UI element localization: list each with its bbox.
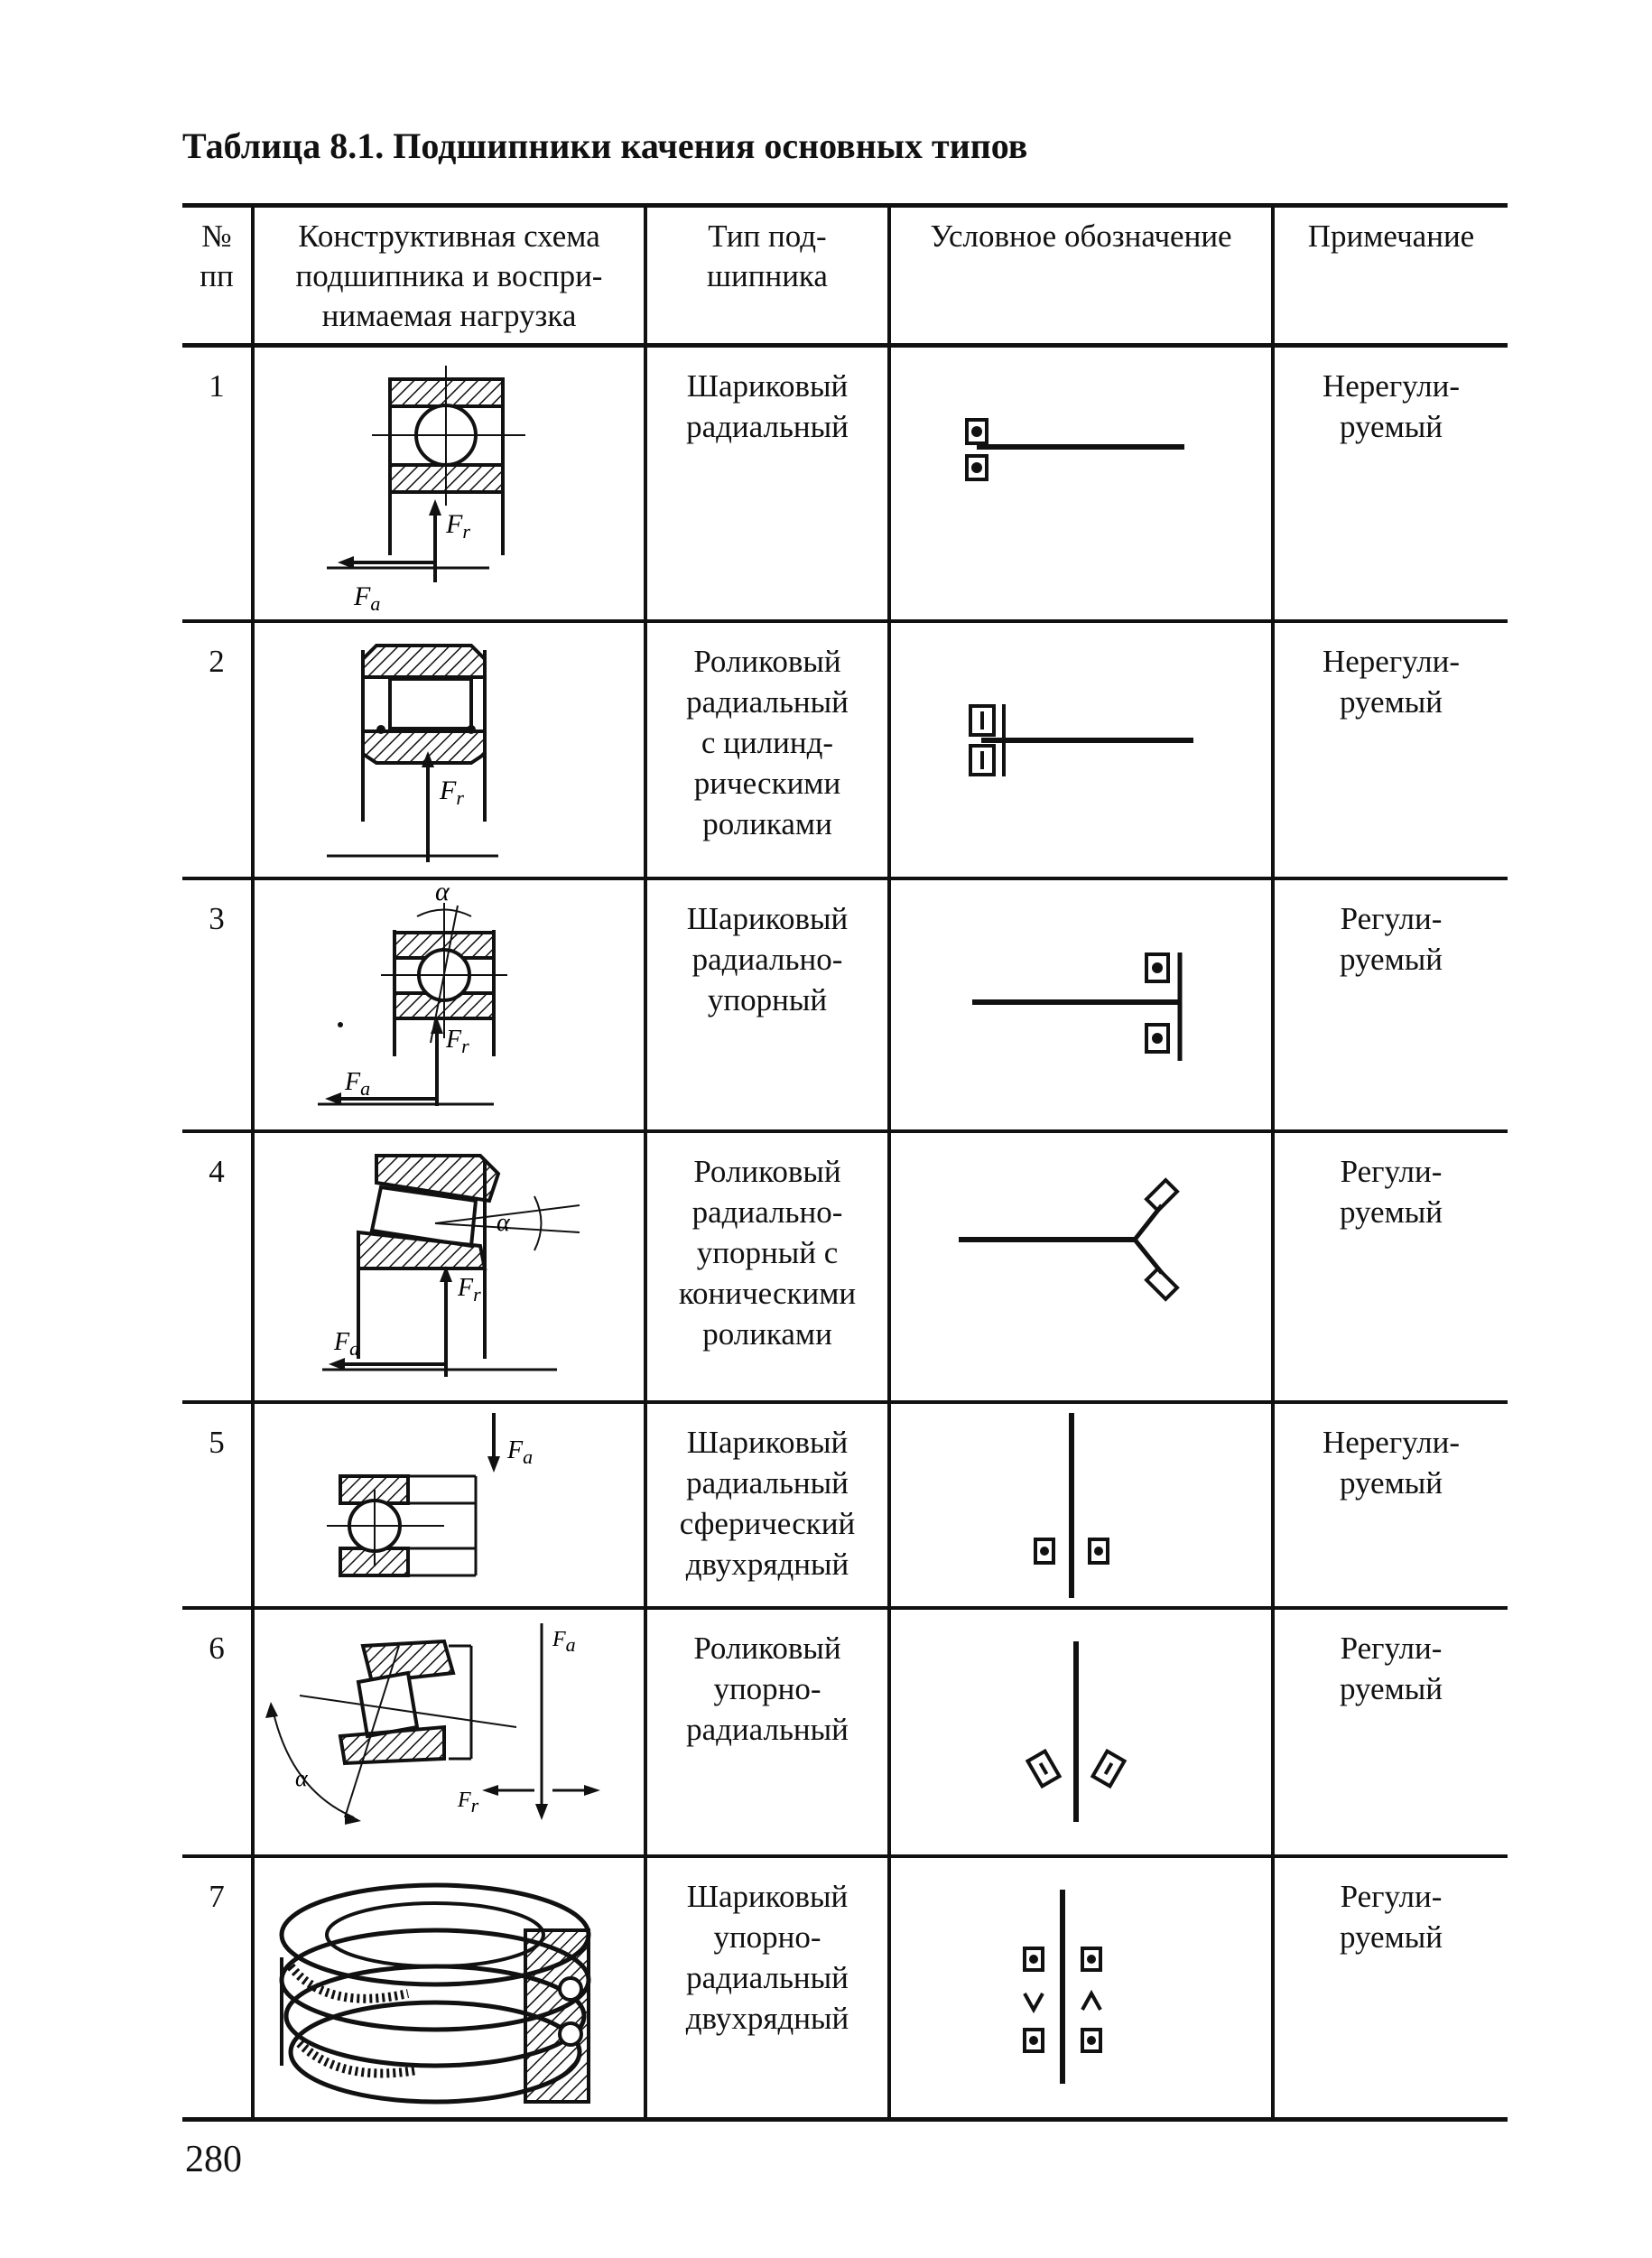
label-fa: Fa (552, 1628, 576, 1656)
thrust-ball-bearing-drawing-icon: Fa (327, 1412, 533, 1577)
symbol-cell (887, 1855, 1275, 2122)
label-fr: Fr (445, 509, 470, 543)
table-row: 1 Fr Fa Шариковый радиальный (182, 345, 1508, 623)
tapered-roller-symbol-icon (959, 1176, 1180, 1302)
label-fr: Fr (445, 1026, 469, 1057)
scheme-cell (251, 1855, 647, 2122)
table-row: 7 Шариковый упорно- радиальный двухрядны… (182, 1855, 1508, 2122)
symbol-cell (887, 345, 1275, 623)
label-fa: Fa (344, 1068, 370, 1100)
note: Нерегули- руемый (1271, 1401, 1508, 1610)
scheme-cell: α Fr Fa (251, 1130, 647, 1404)
label-alpha: α (295, 1765, 309, 1791)
note: Регули- руемый (1271, 878, 1508, 1133)
symbol-cell (887, 1401, 1275, 1610)
note: Регули- руемый (1271, 1855, 1508, 2122)
row-number: 6 (182, 1607, 255, 1858)
symbol-cell (887, 1130, 1275, 1404)
radial-ball-symbol-icon (965, 418, 1184, 481)
symbol-cell (887, 878, 1275, 1133)
scheme-cell: Fa α Fr (251, 1607, 647, 1858)
label-fa: Fa (333, 1328, 359, 1360)
header-scheme: Конструктивная схема подшипника и воспри… (251, 203, 647, 348)
label-fr: Fr (457, 1274, 481, 1306)
thrust-radial-roller-bearing-drawing-icon: Fa α Fr (265, 1622, 600, 1825)
bearing-type: Роликовый радиально- упорный с конически… (644, 1130, 891, 1404)
label-alpha: α (435, 880, 450, 906)
note: Нерегули- руемый (1271, 620, 1508, 880)
table-row: 3 α Fr Fa (182, 878, 1508, 1133)
angular-contact-ball-bearing-drawing-icon: α Fr Fa (318, 880, 507, 1106)
header-num: № пп (182, 203, 255, 348)
cylindrical-roller-symbol-icon (969, 703, 1193, 776)
double-row-thrust-ball-symbol-icon (1023, 1889, 1102, 2084)
label-fr: Fr (439, 776, 464, 809)
tapered-roller-bearing-drawing-icon: α Fr Fa (322, 1153, 580, 1377)
symbol-cell (887, 1607, 1275, 1858)
label-alpha: α (497, 1209, 511, 1237)
page-number: 280 (185, 2139, 242, 2180)
double-row-thrust-ball-bearing-cutaway-icon (279, 1882, 591, 2104)
row-number: 5 (182, 1401, 255, 1610)
scheme-cell: Fr Fa (251, 345, 647, 623)
note: Нерегули- руемый (1271, 345, 1508, 623)
row-number: 3 (182, 878, 255, 1133)
table-row: 4 α Fr Fa Роликовый ра (182, 1130, 1508, 1404)
scheme-cell: Fr (251, 620, 647, 880)
scheme-cell: Fa (251, 1401, 647, 1610)
note: Регули- руемый (1271, 1607, 1508, 1858)
row-number: 1 (182, 345, 255, 623)
label-fa: Fa (506, 1436, 533, 1468)
symbol-cell (887, 620, 1275, 880)
row-number: 4 (182, 1130, 255, 1404)
thrust-radial-roller-symbol-icon (1025, 1640, 1128, 1822)
label-fr: Fr (457, 1789, 479, 1817)
row-number: 2 (182, 620, 255, 880)
cylindrical-roller-bearing-drawing-icon: Fr (327, 643, 498, 862)
bearing-type: Шариковый радиально- упорный (644, 878, 891, 1133)
bearing-table: № пп Конструктивная схема подшипника и в… (182, 203, 1508, 2122)
header-symbol: Условное обозначение (887, 203, 1275, 348)
angular-contact-ball-symbol-icon (972, 952, 1183, 1061)
bearing-type: Роликовый радиальный с цилинд- рическими… (644, 620, 891, 880)
table-row: 2 Fr Роликовый радиальный с цилинд- риче… (182, 620, 1508, 880)
table-row: 5 Fa Шариковый радиальный сферический дв… (182, 1401, 1508, 1610)
label-fa: Fa (353, 581, 380, 615)
page-title: Таблица 8.1. Подшипники качения основных… (182, 125, 1028, 166)
bearing-type: Роликовый упорно- радиальный (644, 1607, 891, 1858)
bearing-type: Шариковый упорно- радиальный двухрядный (644, 1855, 891, 2122)
radial-ball-bearing-drawing-icon: Fr Fa (327, 366, 525, 615)
bearing-type: Шариковый радиальный сферический двухряд… (644, 1401, 891, 1610)
double-row-spherical-symbol-icon (1034, 1412, 1109, 1598)
header-type: Тип под- шипника (644, 203, 891, 348)
bearing-type: Шариковый радиальный (644, 345, 891, 623)
scheme-cell: α Fr Fa (251, 878, 647, 1133)
row-number: 7 (182, 1855, 255, 2122)
header-note: Примечание (1271, 203, 1508, 348)
table-header-row: № пп Конструктивная схема подшипника и в… (182, 203, 1508, 348)
note: Регули- руемый (1271, 1130, 1508, 1404)
table-row: 6 Fa α (182, 1607, 1508, 1858)
